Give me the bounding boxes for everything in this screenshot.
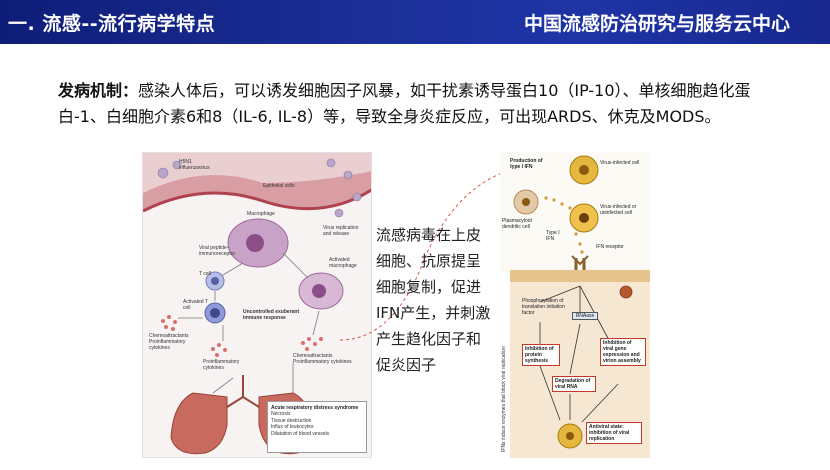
pathogenesis-text: 感染人体后，可以诱发细胞因子风暴，如干扰素诱导蛋白10（IP-10）、单核细胞趋…: [58, 81, 751, 126]
figure-caption: 流感病毒在上皮细胞、抗原提呈细胞复制，促进IFN产生，并刺激产生趋化因子和促炎因…: [376, 226, 491, 374]
ards-title: Acute respiratory distress syndrome: [271, 405, 359, 411]
box-inhibition-protein: Inhibition of protein synthesis: [522, 344, 560, 366]
header-bar: 一. 流感--流行病学特点 中国流感防治研究与服务云中心: [0, 0, 830, 44]
label-infected-or-uninfected: Virus-infected or uninfected cell: [600, 204, 637, 216]
label-side-note: IFNs induce enzymes that block viral rep…: [501, 346, 507, 452]
ards-item: Influx of leukocytes: [271, 424, 314, 430]
label-chemo-right: Chemoattractants Proinflammatory cytokin…: [293, 353, 352, 365]
label-chemo-left: Chemoattractants Proinflammatory cytokin…: [149, 333, 189, 351]
label-phosphorylation: Phosphorylation of translation initiatio…: [522, 298, 565, 316]
label-virus: H5N1 influenzavirus: [179, 159, 210, 171]
label-pdc: Plasmacytoid dendritic cell: [502, 218, 532, 230]
label-macrophage: Macrophage: [247, 211, 275, 217]
pathogenesis-lead: 发病机制：: [58, 81, 139, 100]
box-degradation: Degradation of viral RNA: [552, 376, 596, 392]
label-rnaase: RNAase: [572, 312, 598, 320]
label-uncontrolled: Uncontrolled exuberant immune response: [243, 309, 300, 321]
label-production: Production of type I IFN: [510, 158, 543, 170]
label-infected: Virus-infected cell: [600, 160, 640, 166]
cytokine-storm-figure: H5N1 influenzavirus Epithelial cells Mac…: [142, 152, 372, 458]
pathogenesis-paragraph: 发病机制：感染人体后，可以诱发细胞因子风暴，如干扰素诱导蛋白10（IP-10）、…: [58, 78, 798, 130]
label-replication: Virus replication and release: [323, 225, 359, 237]
organization-name: 中国流感防治研究与服务云中心: [523, 13, 790, 35]
label-type1-ifn: Type I IFN: [546, 230, 560, 242]
ards-item: Dilatation of blood vessels: [271, 430, 330, 437]
label-proinflammatory: Proinflammatory cytokines: [203, 359, 240, 371]
label-peptide: Viral peptide–immunoreceptor: [199, 245, 236, 257]
label-ifn-receptor: IFN receptor: [596, 244, 624, 250]
label-activated-macrophage: Activated macrophage: [329, 257, 357, 269]
ards-item: Tissue destruction: [271, 417, 312, 424]
label-activated-tcell: Activated T cell: [183, 299, 208, 311]
ards-item: Necrosis: [271, 411, 291, 417]
label-tcell: T cell: [199, 271, 211, 277]
box-inhibition-gene: Inhibition of viral gene expression and …: [600, 338, 646, 366]
box-antiviral-state: Antiviral state: inhibition of viral rep…: [586, 422, 642, 444]
ards-box: Acute respiratory distress syndrome Necr…: [267, 401, 367, 453]
label-epithelial: Epithelial cells: [263, 183, 295, 189]
interferon-pathway-figure: Production of type I IFN Virus-infected …: [500, 152, 650, 458]
slide-title: 一. 流感--流行病学特点: [8, 13, 216, 35]
